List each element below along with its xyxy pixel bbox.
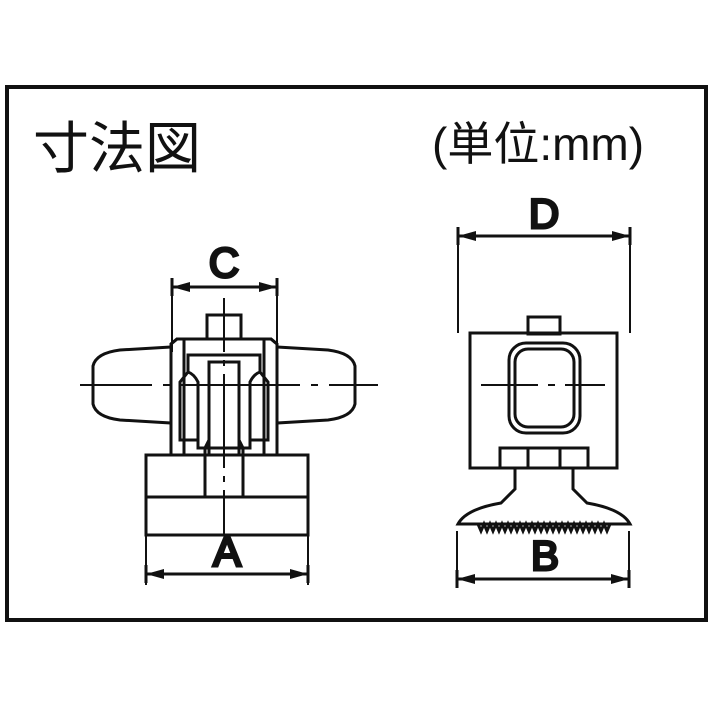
front-collar-right-shoulder [250,355,270,442]
dimension-A [144,535,310,585]
side-foot-serrated-teeth [476,520,612,535]
dimension-B [455,531,631,588]
dimension-C [170,278,279,352]
side-aperture-outer [507,341,582,435]
front-view: C A [80,238,378,585]
figure-border [5,85,708,622]
figure-title: 寸法図 [33,117,201,180]
side-top-nub [526,315,562,336]
front-stem-lower-section [203,439,245,499]
unit-note: (単位:mm) [432,118,644,170]
side-aperture-inner [513,347,576,429]
dimension-A-label: A [213,528,241,575]
front-bolt-head [205,313,243,341]
front-threaded-stem [207,360,241,457]
dimension-D [456,227,632,333]
dimension-C-label: C [209,239,239,286]
dimension-B-label: B [531,532,559,579]
front-right-wing-handle [275,345,357,425]
dimension-D-label: D [529,190,559,237]
side-view: D B [455,189,633,588]
front-collar-left-shoulder [178,355,198,442]
front-left-wing-handle [91,345,173,425]
front-inner-collar [186,353,262,450]
